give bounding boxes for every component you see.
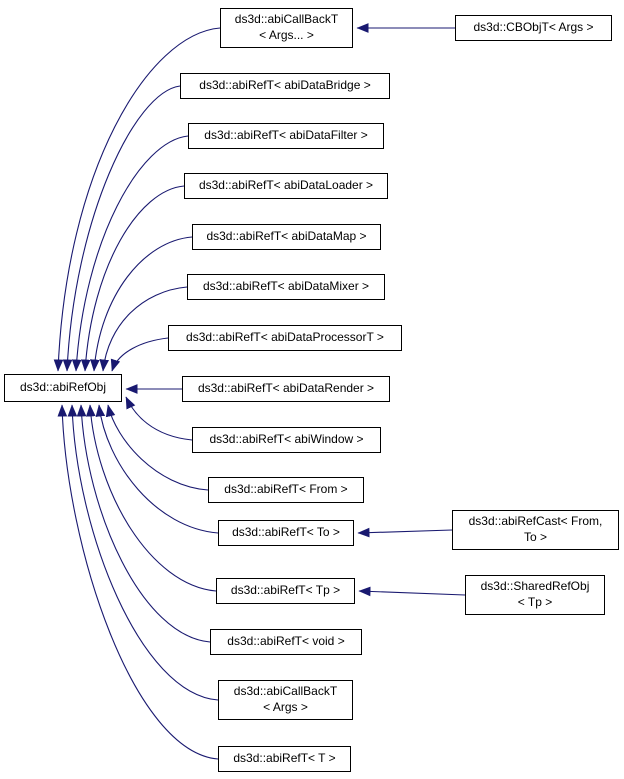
class-node-abiRefT-Tp[interactable]: ds3d::abiRefT< Tp > [216, 578, 355, 604]
class-node-abiCallBackT-Args[interactable]: ds3d::abiCallBackT < Args > [218, 680, 353, 720]
edge-abiRefT-To-to-abiRefObj [95, 404, 219, 534]
edge-abiRefT-abiDataBridge-to-abiRefObj [62, 85, 181, 372]
class-node-CBObjT-Args[interactable]: ds3d::CBObjT< Args > [455, 15, 612, 41]
class-node-abiRefT-abiDataProcessorT[interactable]: ds3d::abiRefT< abiDataProcessorT > [168, 325, 402, 351]
class-node-abiRefT-abiDataLoader[interactable]: ds3d::abiRefT< abiDataLoader > [184, 173, 388, 199]
class-node-abiRefT-abiDataBridge[interactable]: ds3d::abiRefT< abiDataBridge > [180, 73, 390, 99]
edge-abiRefT-abiDataFilter-to-abiRefObj [71, 135, 189, 372]
class-node-abiRefT-abiDataMap[interactable]: ds3d::abiRefT< abiDataMap > [192, 224, 381, 250]
class-node-abiRefObj[interactable]: ds3d::abiRefObj [4, 374, 122, 402]
class-node-abiRefT-To[interactable]: ds3d::abiRefT< To > [218, 520, 354, 546]
class-node-abiRefCast-From-To[interactable]: ds3d::abiRefCast< From, To > [452, 510, 619, 550]
edge-abiRefT-abiDataProcessorT-to-abiRefObj [110, 337, 169, 372]
edge-abiRefCast-From-To-to-abiRefT-To [357, 527, 453, 538]
class-node-abiCallBackT-Args-var[interactable]: ds3d::abiCallBackT < Args... > [220, 8, 353, 48]
edge-abiCallBackT-Args-to-abiRefObj [67, 404, 219, 701]
class-node-abiRefT-abiWindow[interactable]: ds3d::abiRefT< abiWindow > [192, 427, 381, 453]
edge-abiRefT-Tp-to-abiRefObj [85, 404, 217, 592]
edge-SharedRefObj-Tp-to-abiRefT-Tp [358, 586, 466, 597]
edge-abiRefT-From-to-abiRefObj [105, 404, 209, 491]
class-node-abiRefT-abiDataFilter[interactable]: ds3d::abiRefT< abiDataFilter > [188, 123, 384, 149]
edge-abiRefT-T-to-abiRefObj [57, 404, 219, 760]
edge-abiRefT-abiWindow-to-abiRefObj [125, 396, 193, 441]
class-node-abiRefT-From[interactable]: ds3d::abiRefT< From > [208, 477, 364, 503]
edge-abiRefT-abiDataMap-to-abiRefObj [90, 236, 193, 372]
class-node-abiRefT-T[interactable]: ds3d::abiRefT< T > [218, 746, 351, 772]
class-node-SharedRefObj-Tp[interactable]: ds3d::SharedRefObj < Tp > [465, 575, 605, 615]
class-node-abiRefT-void[interactable]: ds3d::abiRefT< void > [210, 629, 362, 655]
edge-abiRefT-void-to-abiRefObj [76, 404, 211, 643]
class-node-abiRefT-abiDataRender[interactable]: ds3d::abiRefT< abiDataRender > [182, 376, 390, 402]
class-node-abiRefT-abiDataMixer[interactable]: ds3d::abiRefT< abiDataMixer > [187, 274, 385, 300]
edge-abiCallBackT-Args-var-to-abiRefObj [53, 27, 221, 372]
edge-abiRefT-abiDataMixer-to-abiRefObj [99, 286, 188, 372]
edge-abiRefT-abiDataLoader-to-abiRefObj [80, 185, 185, 372]
